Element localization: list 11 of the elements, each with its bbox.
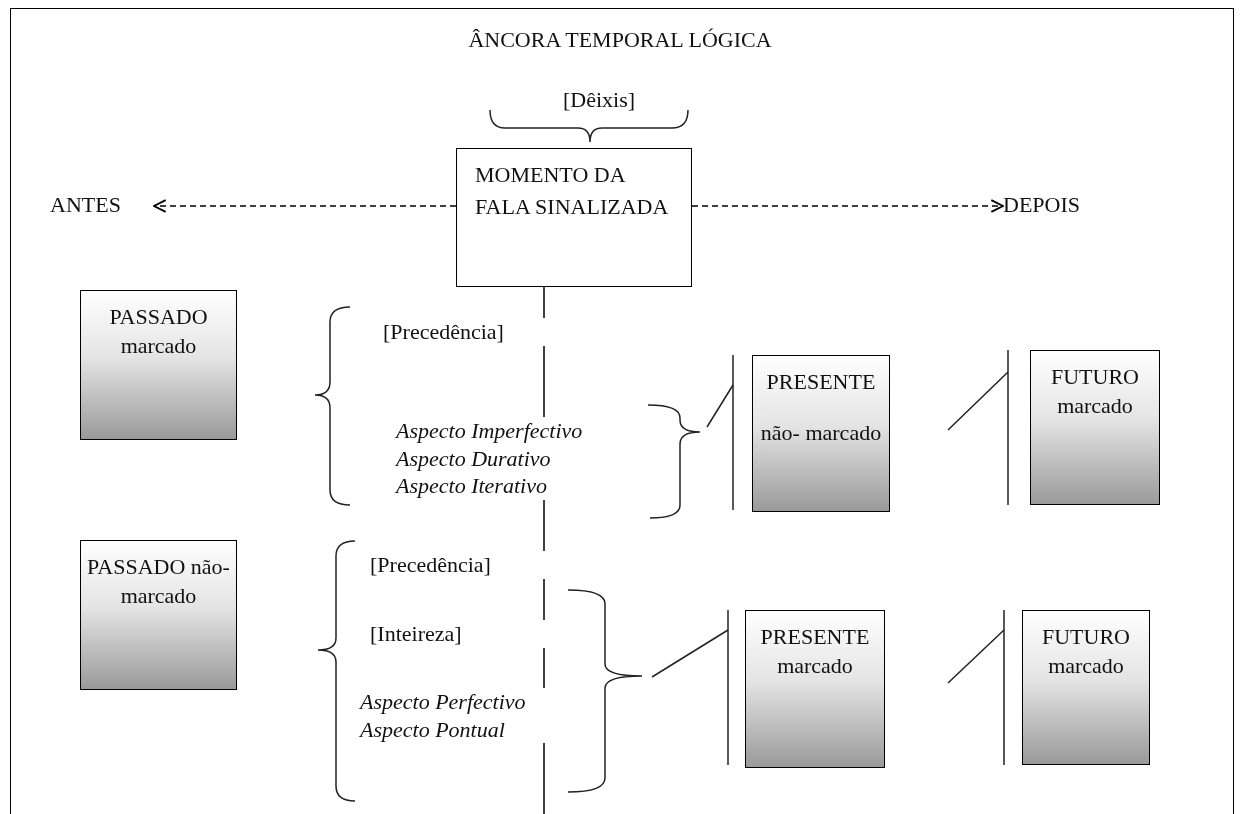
- tense-box: PRESENTE não- marcado: [752, 355, 890, 512]
- dashed-arrow: [691, 199, 1004, 213]
- process-box: MOMENTO DA FALA SINALIZADA: [456, 148, 692, 287]
- tense-box: PASSADO marcado: [80, 290, 237, 440]
- tense-box: PRESENTE marcado: [745, 610, 885, 768]
- direction-label: ANTES: [50, 189, 154, 221]
- tense-box: FUTURO marcado: [1022, 610, 1150, 765]
- tense-box: FUTURO marcado: [1030, 350, 1160, 505]
- tense-box: PASSADO não- marcado: [80, 540, 237, 690]
- direction-label: DEPOIS: [1003, 189, 1113, 221]
- dashed-arrow: [153, 199, 457, 213]
